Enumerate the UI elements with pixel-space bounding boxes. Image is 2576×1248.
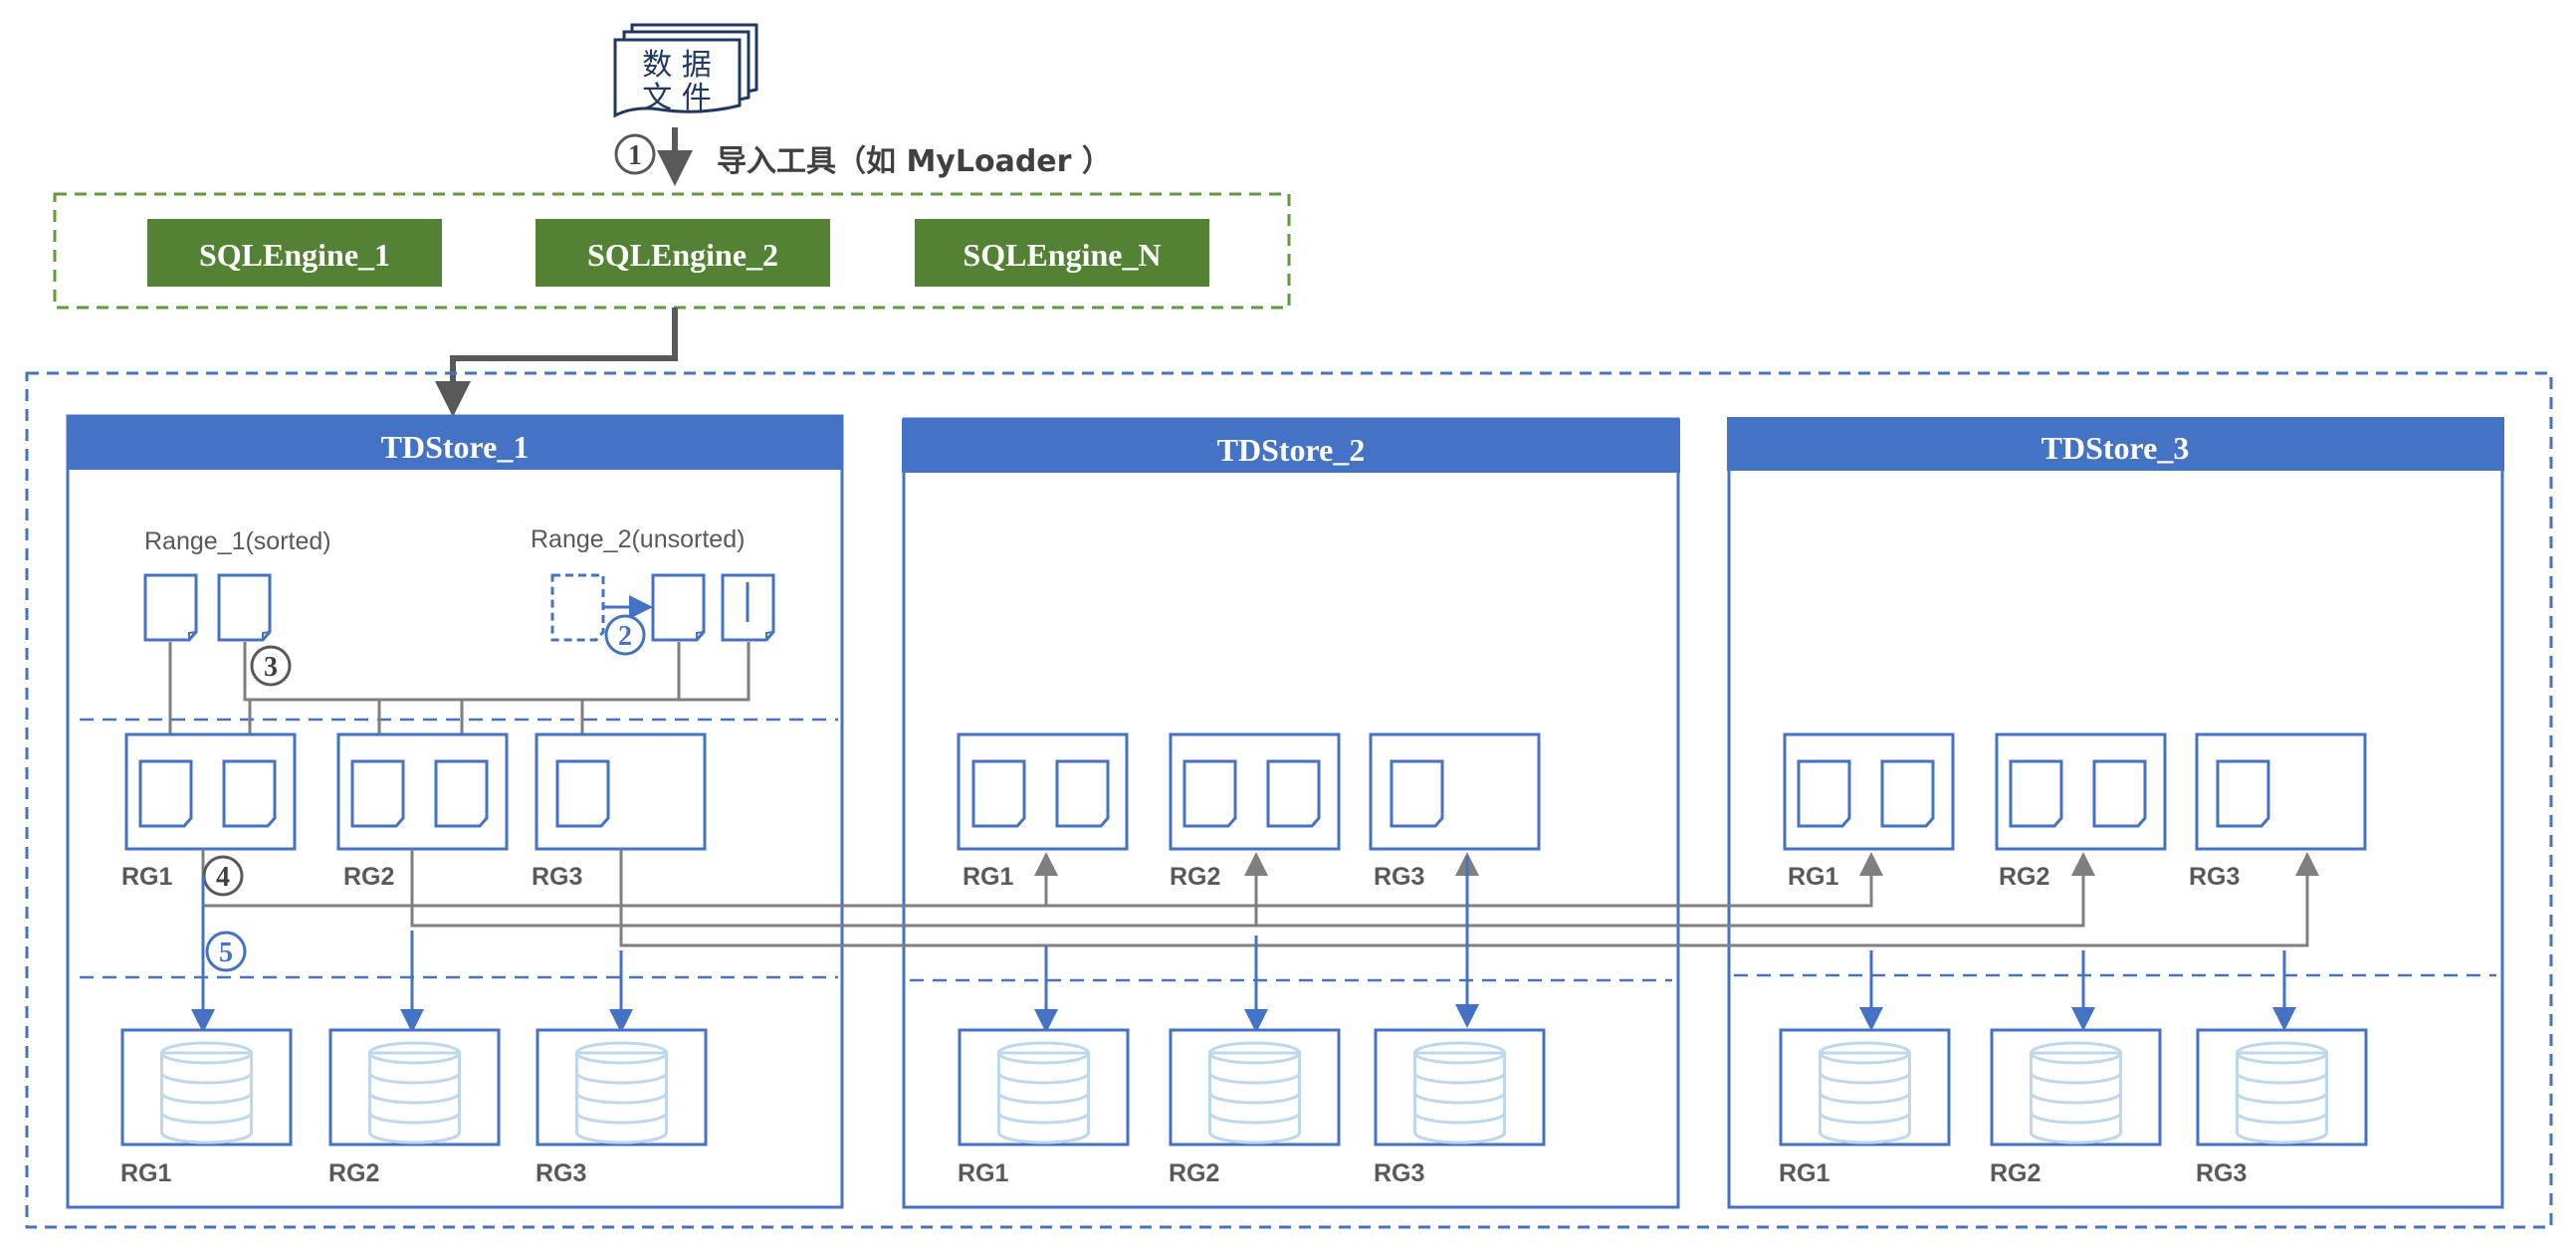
tdstore-3-rg2-storage: RG2	[1990, 1028, 2162, 1187]
sqlengine-2-label: SQLEngine_2	[587, 237, 778, 273]
sqlengine-1-box: SQLEngine_1	[147, 219, 442, 287]
sqlengine-1-label: SQLEngine_1	[199, 237, 390, 273]
database-icon	[2030, 1041, 2123, 1144]
data-file-icon: 数 据 文 件	[613, 23, 758, 118]
step-2-marker: 2	[604, 614, 646, 656]
tdstore-3-rg3-storage-label: RG3	[2196, 1159, 2247, 1187]
flush-arrows	[191, 856, 2296, 1033]
database-icon	[1819, 1041, 1912, 1144]
tdstore-1-rg1-mem	[124, 732, 297, 851]
range-2-label: Range_2(unsorted)	[531, 525, 745, 553]
sqlengine-group	[53, 192, 1291, 310]
tdstore-1-rg1-storage-label: RG1	[120, 1159, 172, 1187]
step-4-label: 4	[216, 862, 230, 893]
tdstore-2-rg3-storage-label: RG3	[1374, 1159, 1424, 1187]
tdstore-1-title: TDStore_1	[381, 429, 530, 465]
tdstore-2-rg1-storage: RG1	[958, 1028, 1130, 1187]
tdstore-3-rg1-mem	[1783, 732, 1955, 851]
database-icon	[160, 1041, 254, 1144]
database-icon	[997, 1041, 1091, 1144]
engine-to-tdstore-arrow	[435, 308, 678, 417]
storage-boxes: RG1 RG2 RG3 RG1 RG2 RG3 RG1 RG2 RG3	[120, 1028, 2368, 1187]
replication-arrows	[201, 849, 2319, 947]
sqlengine-n-box: SQLEngine_N	[915, 219, 1209, 287]
import-tool-label: 导入工具（如 MyLoader ）	[717, 144, 1112, 179]
tdstore-3-rg2-storage-label: RG2	[1990, 1159, 2040, 1187]
sqlengine-n-label: SQLEngine_N	[963, 237, 1161, 273]
tdstore-1-rg2-mem	[336, 732, 509, 851]
range-2-doc-a	[651, 573, 706, 642]
tdstore-cluster	[25, 371, 2553, 1229]
data-file-label-line2: 文 件	[642, 81, 712, 115]
split-arrow	[601, 595, 653, 619]
step-5-marker: 5	[205, 931, 247, 972]
tdstore-1-rg3-storage-label: RG3	[536, 1159, 586, 1187]
step-5-label: 5	[219, 937, 233, 968]
tdstore-3-rg3-mem-label: RG3	[2189, 863, 2240, 891]
tdstore-3-rg1-storage-label: RG1	[1779, 1159, 1830, 1187]
tdstore-1-rg2-mem-label: RG2	[343, 863, 394, 891]
step-3-label: 3	[264, 652, 278, 683]
range-2-doc-b	[721, 573, 775, 642]
step-4-marker: 4	[202, 855, 244, 897]
tdstore-1-rg3-mem-label: RG3	[532, 863, 582, 891]
tdstore-3-rg2-mem	[1995, 732, 2167, 851]
tdstore-2-rg2-mem	[1169, 732, 1341, 851]
data-file-label-line1: 数 据	[642, 48, 712, 83]
tdstore-1-rg3-storage: RG3	[536, 1028, 708, 1187]
step-1-marker: 1	[614, 133, 656, 175]
tdstore-2-rg2-storage: RG2	[1169, 1028, 1341, 1187]
database-icon	[1413, 1041, 1507, 1144]
tdstore-2-rg2-storage-label: RG2	[1169, 1159, 1219, 1187]
tdstore-3-rg2-mem-label: RG2	[1999, 863, 2049, 891]
range-1-label: Range_1(sorted)	[144, 527, 331, 555]
range-2-doc-dashed	[550, 573, 605, 642]
tdstore-2-rg1-mem-label: RG1	[963, 863, 1014, 891]
step-2-label: 2	[618, 621, 632, 652]
tdstore-1-rg1-mem-label: RG1	[121, 863, 173, 891]
tdstore-1-rg1-storage: RG1	[120, 1028, 293, 1187]
database-icon	[1208, 1041, 1302, 1144]
tdstore-2-title: TDStore_2	[1217, 432, 1366, 468]
tdstore-2-rg2-mem-label: RG2	[1170, 863, 1220, 891]
tdstore-2-rg3-mem-label: RG3	[1374, 863, 1424, 891]
tdstore-3-rg3-mem	[2195, 732, 2367, 851]
database-icon	[575, 1041, 669, 1144]
database-icon	[2236, 1041, 2329, 1144]
database-icon	[368, 1041, 462, 1144]
tdstore-2-rg1-storage-label: RG1	[958, 1159, 1009, 1187]
range-1-doc-a	[143, 573, 198, 642]
tdstore-1-rg2-storage-label: RG2	[328, 1159, 379, 1187]
step-1-label: 1	[628, 140, 642, 171]
tdstore-3-rg3-storage: RG3	[2196, 1028, 2368, 1187]
tdstore-2-rg1-mem	[957, 732, 1129, 851]
tdstore-1-rg3-mem	[535, 732, 707, 851]
sqlengine-2-box: SQLEngine_2	[536, 219, 830, 287]
tdstore-3-rg1-storage: RG1	[1779, 1028, 1951, 1187]
step-3-marker: 3	[250, 645, 292, 687]
tdstore-1-rg2-storage: RG2	[328, 1028, 501, 1187]
tdstore-3-rg1-mem-label: RG1	[1788, 863, 1839, 891]
tdstore-2-rg3-mem	[1369, 732, 1541, 851]
range-1-doc-b	[217, 573, 272, 642]
tdstore-3-title: TDStore_3	[2041, 430, 2190, 466]
panel-separators	[80, 718, 2496, 982]
tdstore-2-rg3-storage: RG3	[1374, 1028, 1546, 1187]
